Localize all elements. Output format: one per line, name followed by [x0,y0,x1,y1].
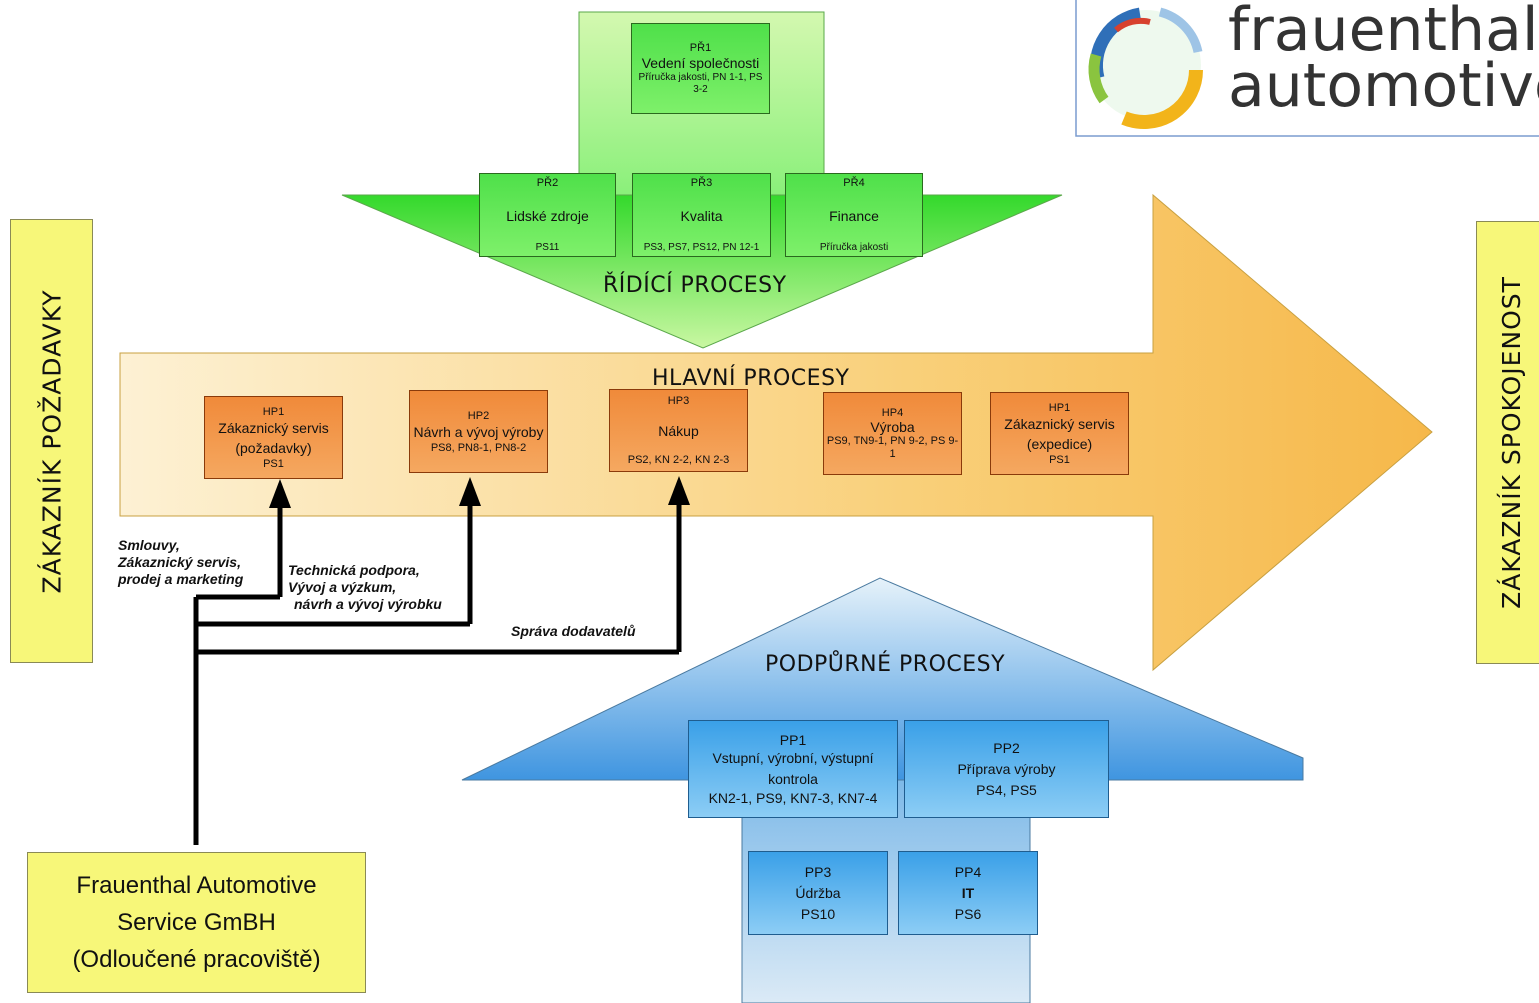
customer-requirements-label: ZÁKAZNÍK POŽADAVKY [37,289,66,593]
control-processes-title: ŘÍDÍCÍ PROCESY [603,273,787,298]
logo-line-1: frauenthal [1228,0,1539,65]
support-processes-title: PODPŮRNÉ PROCESY [765,652,1006,677]
main-process-hp3: HP3 Nákup PS2, KN 2-2, KN 2-3 [609,389,748,472]
main-processes-title: HLAVNÍ PROCESY [652,366,850,391]
arrowhead-hp2 [459,477,481,506]
customer-satisfaction-panel: ZÁKAZNÍK SPOKOJENOST [1476,221,1539,664]
pp3-name: Údržba [795,884,841,901]
pr3-name: Kvalita [680,207,723,224]
pp1-name: Vstupní, výrobní, výstupní kontrola [712,750,874,787]
flow-label-supplier-management: Správa dodavatelů [511,623,636,639]
flow-label-contracts-line-3: prodej a marketing [118,571,244,587]
control-process-pr2: PŘ2 Lidské zdroje PS11 [479,173,616,257]
hp3-code: HP3 [667,395,690,407]
pr2-code: PŘ2 [536,177,559,189]
hp3-refs: PS2, KN 2-2, KN 2-3 [627,454,730,466]
logo-line-2: automotive [1228,51,1539,121]
pr3-refs: PS3, PS7, PS12, PN 12-1 [643,242,760,253]
pr4-refs: Příručka jakosti [819,242,889,253]
main-process-arrow [119,193,1433,672]
flow-label-technical-line-2: Vývoj a výzkum, [288,579,397,595]
pp3-refs: PS10 [800,905,836,922]
pp2-refs: PS4, PS5 [976,781,1037,798]
customer-satisfaction-label: ZÁKAZNÍK SPOKOJENOST [1496,276,1526,609]
logo-frame [1075,0,1539,137]
main-process-hp1-dispatch: HP1 Zákaznický servis (expedice) PS1 [990,392,1129,475]
hp4-code: HP4 [881,406,904,419]
pp1-code: PP1 [779,732,807,748]
main-process-hp1-requirements: HP1 Zákaznický servis (požadavky) PS1 [204,396,343,479]
hp2-name: Návrh a vývoj výroby [413,423,544,440]
pr3-code: PŘ3 [690,177,713,189]
support-process-pp2: PP2 Příprava výroby PS4, PS5 [904,720,1109,818]
service-line-1: Frauenthal Automotive [76,872,317,899]
service-line-2: Service GmBH [117,909,276,936]
pr1-code: PŘ1 [689,41,712,54]
pp2-name: Příprava výroby [957,760,1056,777]
pp4-refs: PS6 [954,905,982,922]
pr2-refs: PS11 [535,242,560,253]
control-process-pr4: PŘ4 Finance Příručka jakosti [785,173,923,257]
flow-label-technical-line-1: Technická podpora, [288,562,420,578]
control-process-pr3: PŘ3 Kvalita PS3, PS7, PS12, PN 12-1 [632,173,771,257]
flow-label-technical-line-3: návrh a vývoj výrobku [294,596,442,612]
hp1b-code: HP1 [1048,401,1071,414]
flow-label-technical-support: Technická podpora, Vývoj a výzkum, návrh… [288,562,442,613]
pr1-name: Vedení společnosti [641,54,760,71]
logo-text: frauenthal automotive [1228,0,1539,121]
control-process-pr1: PŘ1 Vedení společnosti Příručka jakosti,… [631,23,770,114]
pp1-refs: KN2-1, PS9, KN7-3, KN7-4 [708,790,878,806]
customer-requirements-panel: ZÁKAZNÍK POŽADAVKY [10,219,93,663]
pr4-code: PŘ4 [843,177,865,189]
hp1b-name: Zákaznický servis (expedice) [1004,415,1115,452]
pp3-code: PP3 [804,863,832,880]
support-process-pp1: PP1 Vstupní, výrobní, výstupní kontrola … [688,720,898,818]
hp1b-refs: PS1 [1049,453,1070,466]
pr4-name: Finance [829,207,879,224]
flow-label-contracts-line-2: Zákaznický servis, [118,554,241,570]
arrowhead-hp3 [668,476,690,505]
pp4-name: IT [961,884,975,901]
main-process-hp4: HP4 Výroba PS9, TN9-1, PN 9-2, PS 9-1 [823,392,962,475]
arrowhead-hp1 [269,479,291,508]
pr2-name: Lidské zdroje [506,207,589,224]
support-process-pp4: PP4 IT PS6 [898,851,1038,935]
hp1a-refs: PS1 [263,457,284,470]
support-process-pp3: PP3 Údržba PS10 [748,851,888,935]
hp2-refs: PS8, PN8-1, PN8-2 [430,441,527,454]
pr1-refs: Příručka jakosti, PN 1-1, PS 3-2 [638,71,763,95]
hp4-name: Výroba [870,418,915,435]
flow-label-contracts: Smlouvy, Zákaznický servis, prodej a mar… [118,537,243,588]
flow-label-contracts-line-1: Smlouvy, [118,537,180,553]
main-process-hp2: HP2 Návrh a vývoj výroby PS8, PN8-1, PN8… [409,390,548,473]
pp2-code: PP2 [993,739,1020,756]
logo-swirl-icon [1088,7,1203,129]
service-company-box: Frauenthal Automotive Service GmBH (Odlo… [27,852,366,993]
hp1a-code: HP1 [262,405,285,418]
hp2-code: HP2 [467,409,490,422]
hp3-name: Nákup [658,422,699,439]
hp1a-name: Zákaznický servis (požadavky) [218,419,329,456]
service-line-3: (Odloučené pracoviště) [72,946,321,973]
hp4-refs: PS9, TN9-1, PN 9-2, PS 9-1 [826,434,959,460]
pp4-code: PP4 [954,863,982,880]
connector-lines [193,503,682,845]
